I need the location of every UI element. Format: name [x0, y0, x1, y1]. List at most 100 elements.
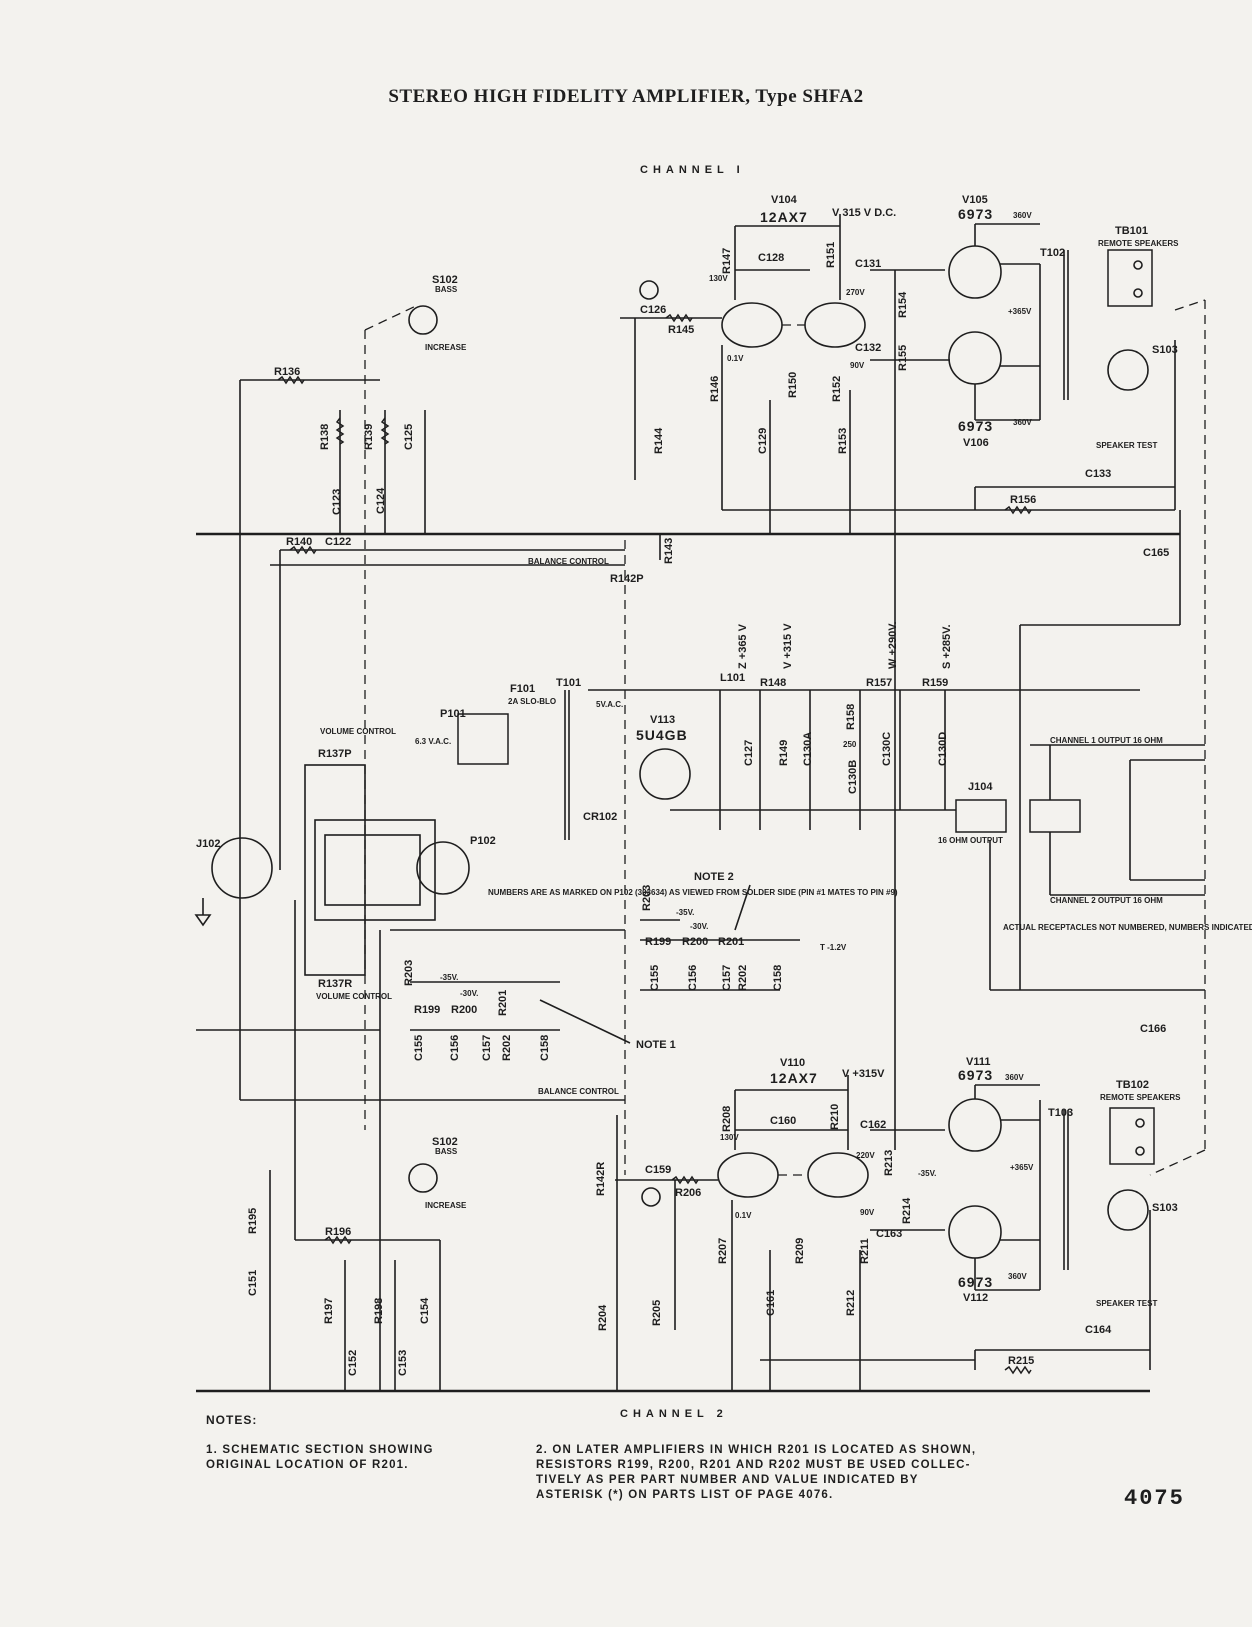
s102-bottom-bass: BASS: [435, 1147, 458, 1156]
v110-type: 12AX7: [770, 1070, 818, 1086]
r158-label: R158: [845, 704, 857, 730]
v110-tube: V110 12AX7: [717, 1057, 869, 1198]
page-title: STEREO HIGH FIDELITY AMPLIFIER, Type SHF…: [388, 86, 864, 107]
v104-type: 12AX7: [760, 209, 808, 225]
tb102-label: TB102: [1116, 1079, 1149, 1091]
t103-label: T103: [1048, 1107, 1073, 1119]
r147-label: R147: [721, 248, 733, 274]
v113-label: V113: [650, 714, 675, 726]
t101-transformer: T101 5V.A.C.: [556, 677, 623, 840]
channel-1-heading: CHANNEL I: [640, 164, 745, 176]
c157-label: C157: [721, 965, 733, 991]
v113-tube: V113 5U4GB: [636, 714, 691, 800]
c130c-label: C130C: [881, 732, 893, 766]
c158-orig-label: C158: [539, 1035, 551, 1061]
v110-plate-voltage: 130V: [720, 1133, 739, 1142]
r137r-label: R137R: [318, 978, 352, 990]
tb101-label: TB101: [1115, 225, 1148, 237]
v111-tube: V111 6973: [948, 1056, 1002, 1152]
p102-label: P102: [470, 835, 496, 847]
r203-label: R203: [641, 885, 653, 911]
j104-jack: J104 16 OHM OUTPUT: [938, 781, 1007, 845]
v111-label: V111: [966, 1056, 990, 1068]
r137p-label: R137P: [318, 748, 352, 760]
c124-label: C124: [375, 487, 387, 514]
cr102-label: CR102: [583, 811, 617, 823]
v104-plate-voltage: 130V: [709, 274, 728, 283]
s102-switch-top: S102 BASS INCREASE: [408, 274, 467, 352]
j102-label: J102: [196, 838, 220, 850]
c157-orig-label: C157: [481, 1035, 493, 1061]
c156-label: C156: [687, 965, 699, 991]
v112-plate-voltage: 360V: [1008, 1272, 1027, 1281]
supply-v: V +315 V: [782, 623, 794, 669]
s103-ch2-label: S103: [1152, 1202, 1178, 1214]
v110-label: V110: [780, 1057, 805, 1069]
r209-label: R209: [794, 1238, 806, 1264]
c158-label: C158: [772, 965, 784, 991]
c133-label: C133: [1085, 468, 1111, 480]
c130d-label: C130D: [937, 732, 949, 766]
r155-label: R155: [897, 345, 909, 371]
ch2-bias-voltage: -35V.: [918, 1169, 936, 1178]
s102-top-label: S102: [432, 274, 458, 286]
minus30-orig-label: -30V.: [460, 989, 478, 998]
r150-label: R150: [787, 372, 799, 398]
t102-transformer: T102: [1040, 247, 1069, 400]
r203-orig-label: R203: [403, 960, 415, 986]
p101-plug: P101 6.3 V.A.C.: [415, 708, 509, 765]
tb102-terminal: TB102 REMOTE SPEAKERS: [1100, 1079, 1181, 1165]
speaker-test-2: SPEAKER TEST: [1096, 1299, 1157, 1308]
balance-control-1: BALANCE CONTROL: [528, 557, 609, 566]
v104-cathode-voltage: 0.1V: [727, 354, 744, 363]
v104-plate2-voltage: 270V: [846, 288, 865, 297]
receptacles-note: ACTUAL RECEPTACLES NOT NUMBERED, NUMBERS…: [1003, 923, 1252, 932]
r207-label: R207: [717, 1238, 729, 1264]
c130a-label: C130A: [802, 732, 814, 766]
c126-label: C126: [640, 304, 666, 316]
p101-label: P101: [440, 708, 466, 720]
s103-label: S103: [1152, 344, 1178, 356]
r156-label: R156: [1010, 494, 1036, 506]
r144-label: R144: [653, 427, 665, 454]
r201-orig-label: R201: [497, 990, 509, 1016]
r138-label: R138: [319, 424, 331, 450]
supply-z: Z +365 V: [737, 623, 749, 669]
t102-ct-voltage: +365V: [1008, 307, 1032, 316]
r139-label: R139: [363, 424, 375, 450]
r145-label: R145: [668, 324, 694, 336]
c123-label: C123: [331, 489, 343, 515]
s103-switch-ch2: S103 SPEAKER TEST: [1096, 1189, 1178, 1308]
volume-control-bottom: VOLUME CONTROL: [316, 992, 392, 1001]
c125-label: C125: [403, 424, 415, 450]
note-2-pointer: NOTE 2: [694, 871, 734, 883]
tb102-remote-label: REMOTE SPEAKERS: [1100, 1093, 1181, 1102]
r149-label: R149: [778, 740, 790, 766]
r159-label: R159: [922, 677, 948, 689]
v105-label: V105: [962, 194, 988, 206]
r153-label: R153: [837, 428, 849, 454]
c156-orig-label: C156: [449, 1035, 461, 1061]
c131-label: C131: [855, 258, 881, 270]
r205-label: R205: [651, 1300, 663, 1326]
r201-label: R201: [718, 936, 744, 948]
v104-cathode2-voltage: 90V: [850, 361, 865, 370]
r211-label: R211: [859, 1238, 871, 1264]
tb101-remote-label: REMOTE SPEAKERS: [1098, 239, 1179, 248]
v110-cathode-voltage: 0.1V: [735, 1211, 752, 1220]
r212-label: R212: [845, 1290, 857, 1316]
c128-label: C128: [758, 252, 784, 264]
c151-label: C151: [247, 1270, 259, 1296]
v112-label: V112: [963, 1292, 988, 1304]
speaker-test-1: SPEAKER TEST: [1096, 441, 1157, 450]
r142r-label: R142R: [595, 1162, 607, 1196]
j104-label: J104: [968, 781, 993, 793]
r200-orig-label: R200: [451, 1004, 477, 1016]
l101-label: L101: [720, 672, 745, 684]
r199-orig-label: R199: [414, 1004, 440, 1016]
balance-control-2: BALANCE CONTROL: [538, 1087, 619, 1096]
supply-v-top: V 315 V D.C.: [832, 207, 896, 219]
r202-orig-label: R202: [501, 1035, 513, 1061]
heater-voltage: 6.3 V.A.C.: [415, 737, 451, 746]
